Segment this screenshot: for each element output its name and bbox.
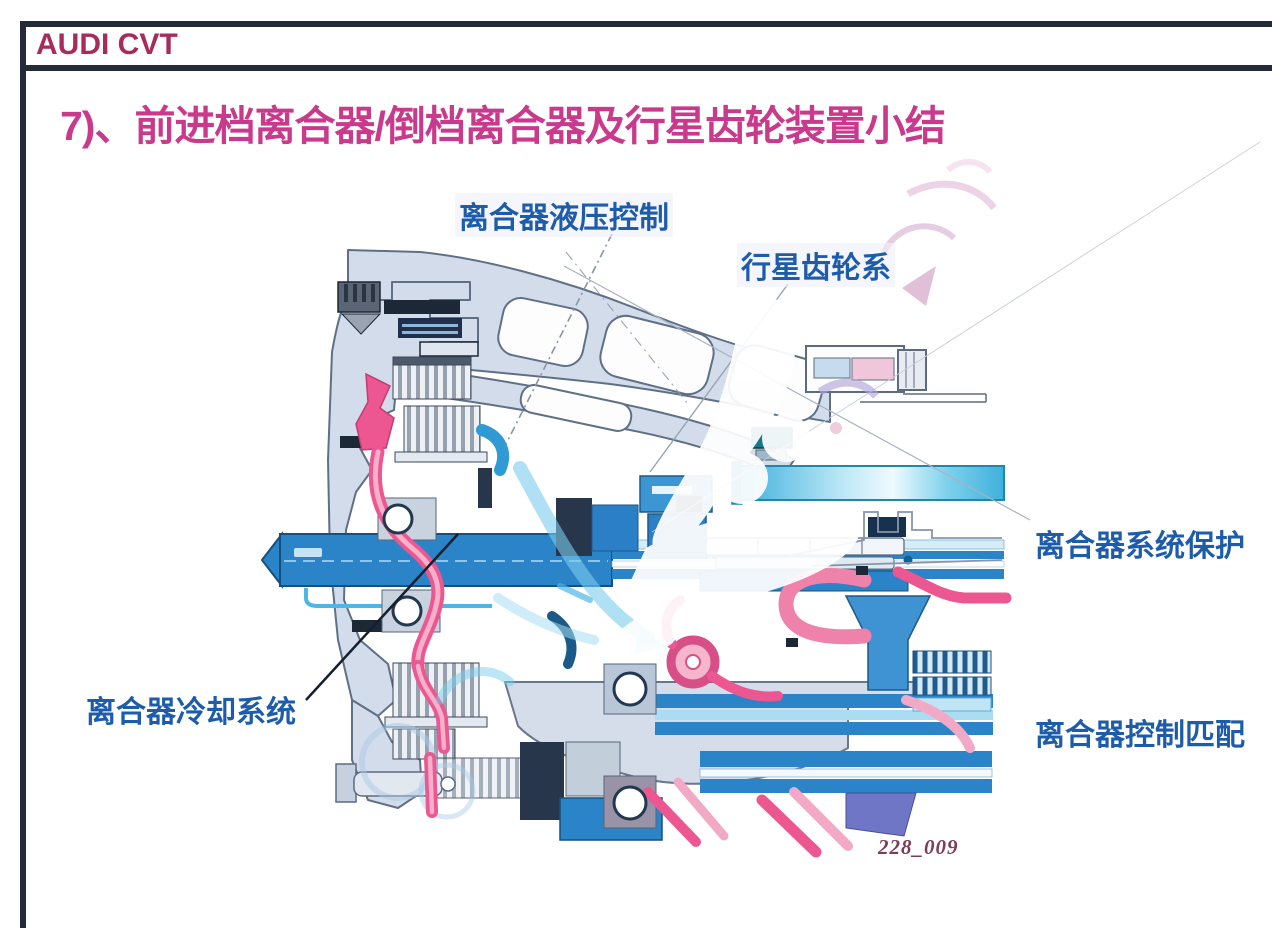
label-clutch-cooling-system: 离合器冷却系统 — [86, 696, 296, 729]
frame-top-line — [20, 21, 1272, 27]
clutch-lamella-packs — [384, 356, 525, 799]
bolt-assembly — [805, 345, 987, 403]
frame-left-line — [20, 21, 26, 928]
label-planetary-gear-train: 行星齿轮系 — [737, 243, 895, 287]
label-clutch-control-matching: 离合器控制匹配 — [1035, 719, 1245, 752]
output-shaft — [739, 465, 1005, 501]
label-clutch-hydraulic-control: 离合器液压控制 — [455, 193, 673, 237]
white-highlight-swoosh — [598, 290, 861, 662]
frame-header-underline — [20, 65, 1272, 71]
dark-machined-details — [337, 281, 492, 632]
figure-number: 228_009 — [878, 835, 959, 859]
page-title: 7)、前进档离合器/倒档离合器及行星齿轮装置小结 — [60, 103, 946, 149]
ball-bearings — [382, 503, 648, 821]
leader-line-cooling — [305, 533, 459, 701]
label-clutch-system-protection: 离合器系统保护 — [1035, 530, 1245, 563]
swirl-decorations — [817, 159, 997, 434]
cover-step-outline — [787, 511, 1003, 567]
brand-header: AUDI CVT — [36, 28, 178, 61]
